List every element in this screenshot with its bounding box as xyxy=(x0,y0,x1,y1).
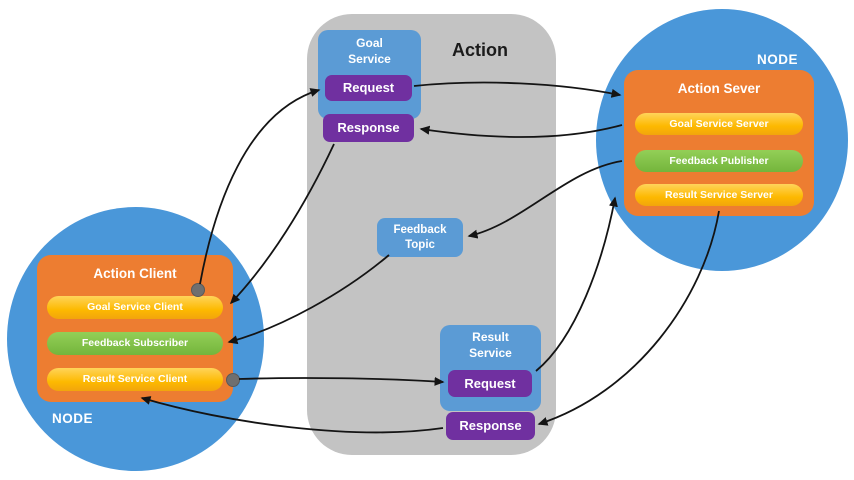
result-service-client-pill: Result Service Client xyxy=(47,368,223,391)
goal-service-server-pill: Goal Service Server xyxy=(635,113,803,135)
client-node-label: NODE xyxy=(52,411,94,426)
result-request-box: Request xyxy=(448,370,532,397)
goal-service-client-pill: Goal Service Client xyxy=(47,296,223,319)
action-client-title: Action Client xyxy=(93,266,177,281)
action-server-box: Action Sever Goal Service Server Feedbac… xyxy=(624,70,814,216)
goal-connection-dot-icon xyxy=(191,283,205,297)
action-client-box: Action Client Goal Service Client Feedba… xyxy=(37,255,233,402)
server-node-label: NODE xyxy=(757,52,799,67)
result-service-title: Result Service xyxy=(469,330,512,360)
goal-request-box: Request xyxy=(325,75,412,101)
goal-service-box xyxy=(318,30,421,119)
action-title: Action xyxy=(452,40,508,60)
action-server-title: Action Sever xyxy=(677,81,761,96)
result-response-box: Response xyxy=(446,412,535,440)
feedback-topic-box: Feedback Topic xyxy=(377,218,463,257)
result-connection-dot-icon xyxy=(226,373,240,387)
result-service-group: Result Service Request Response xyxy=(440,325,541,441)
goal-service-title: Goal Service xyxy=(348,36,391,66)
feedback-topic-title: Feedback Topic xyxy=(393,223,447,251)
goal-service-group: Goal Service Request Response xyxy=(318,30,421,145)
result-service-server-pill: Result Service Server xyxy=(635,184,803,206)
feedback-publisher-pill: Feedback Publisher xyxy=(635,150,803,172)
goal-response-box: Response xyxy=(323,114,414,142)
feedback-subscriber-pill: Feedback Subscriber xyxy=(47,332,223,355)
